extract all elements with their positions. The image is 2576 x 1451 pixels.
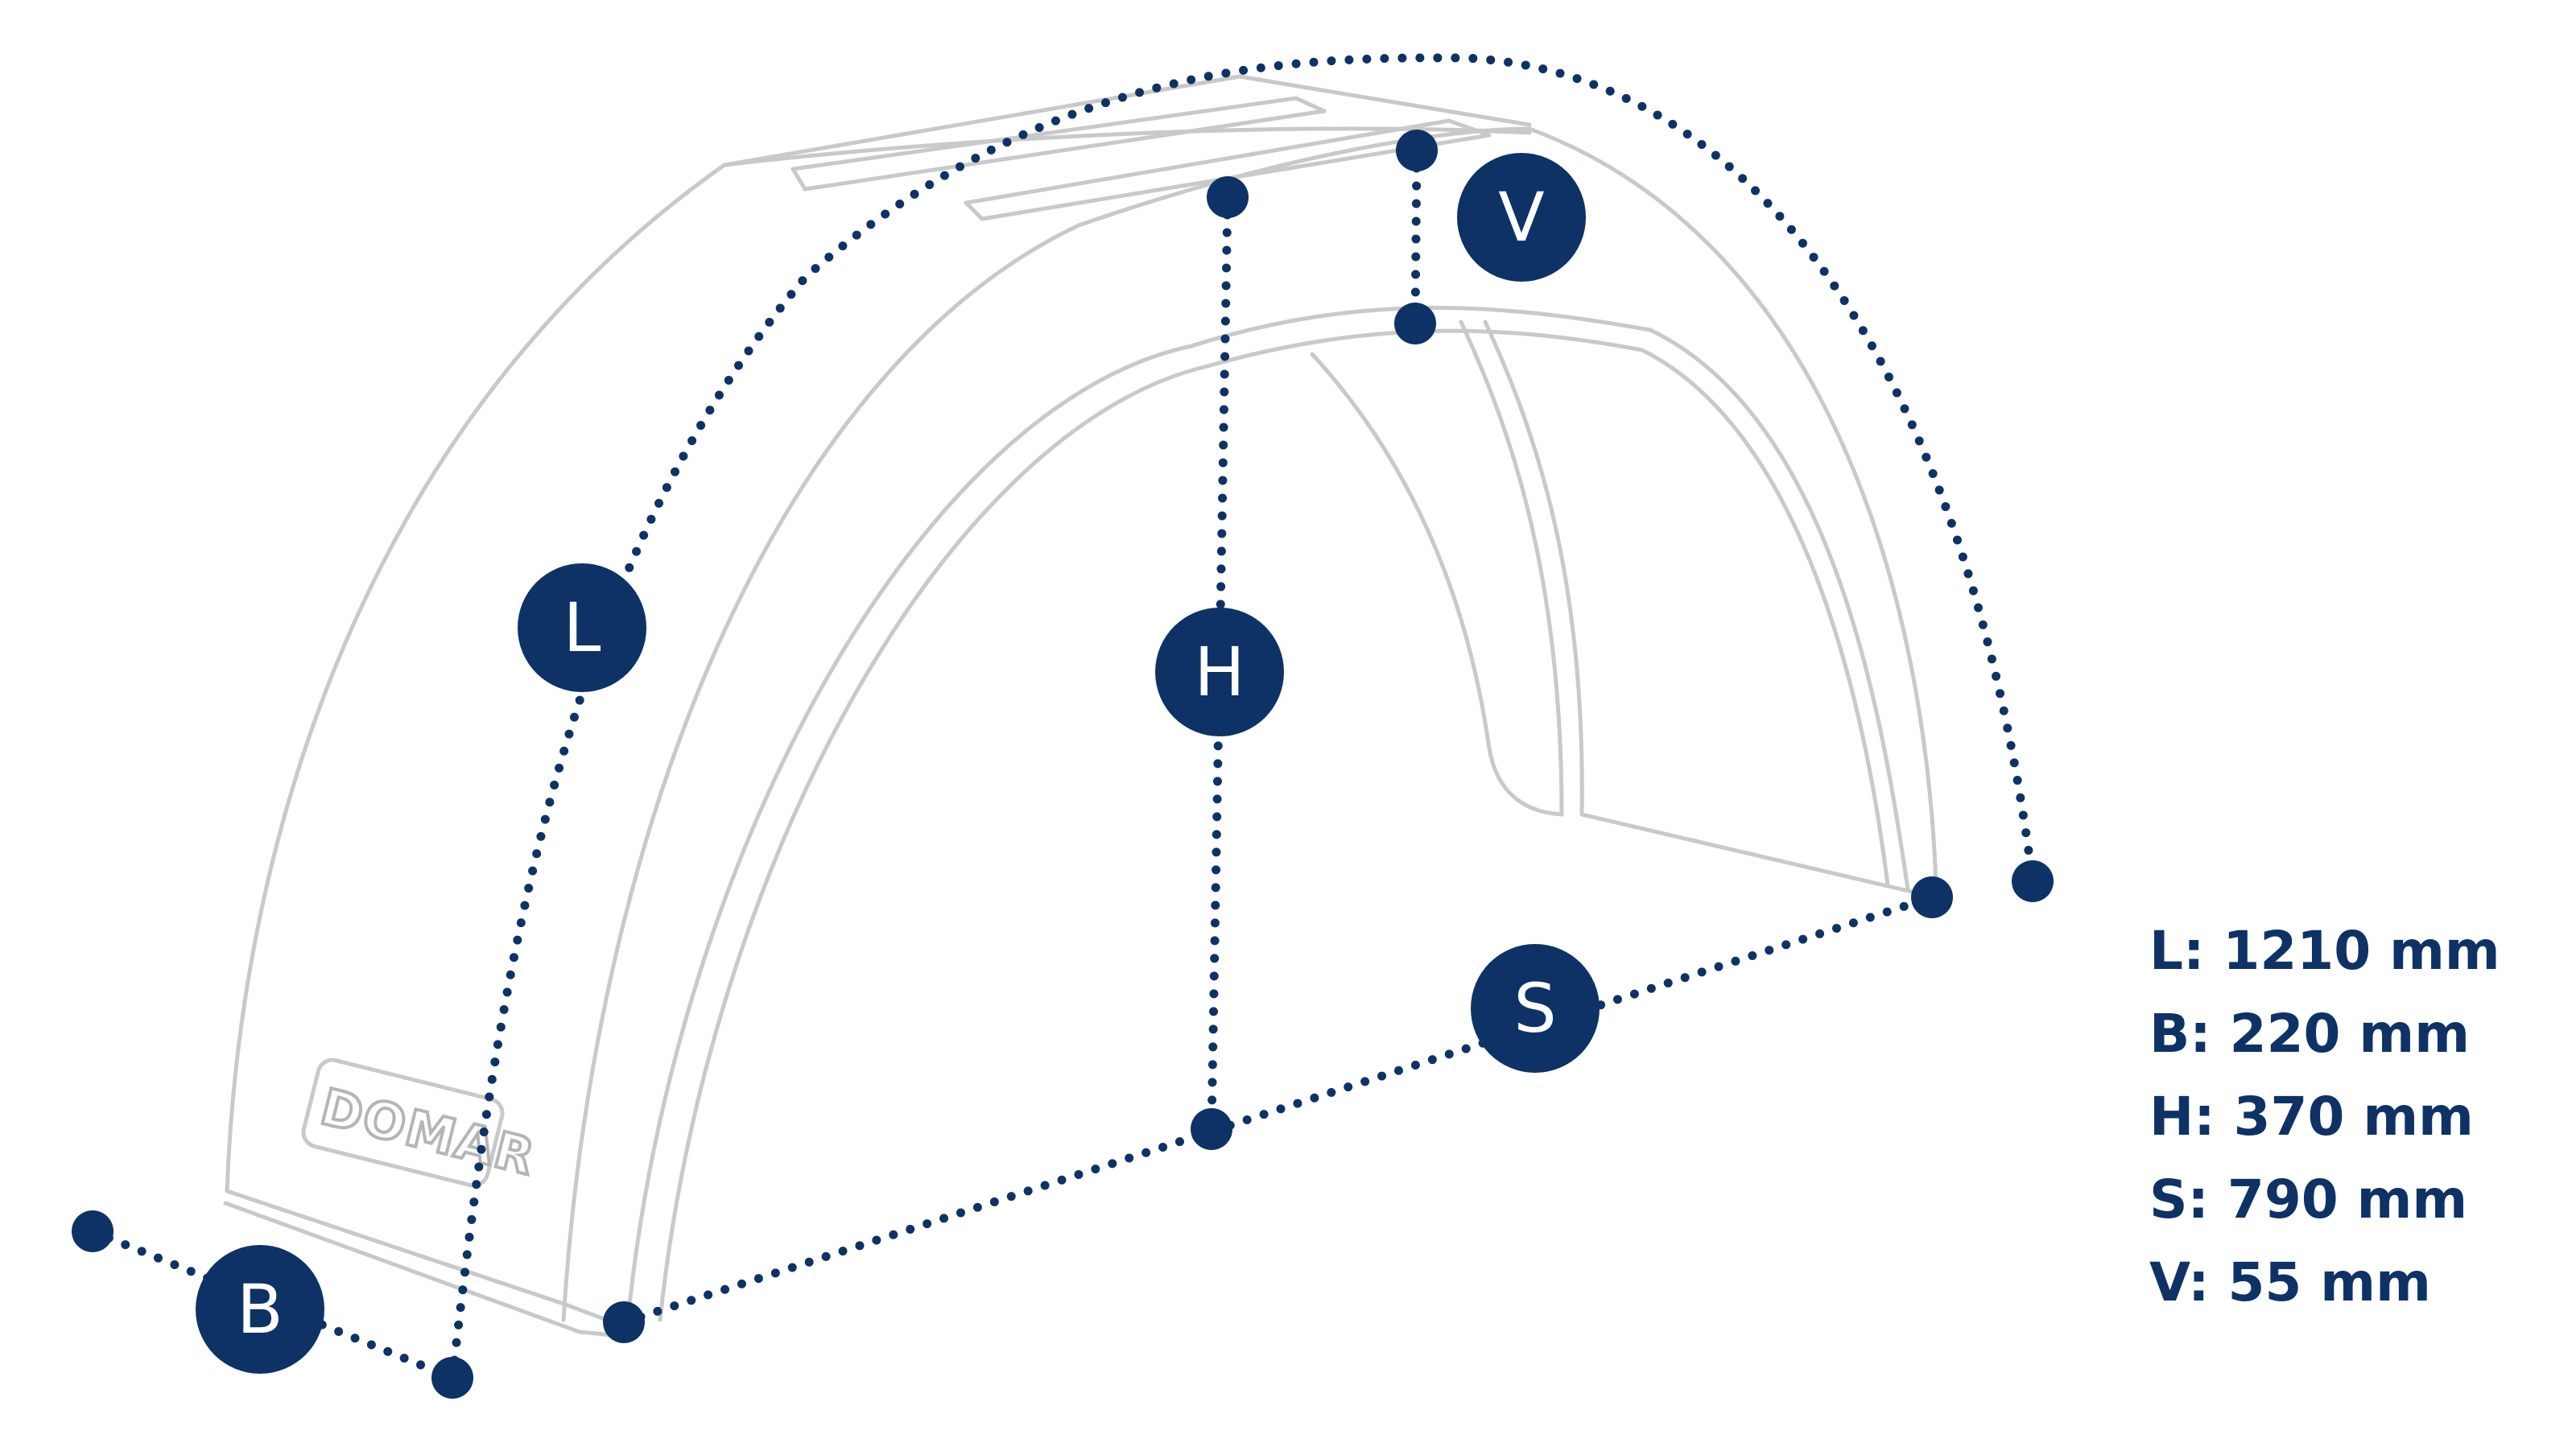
dimension-l-value: L: 1210 mm [2149, 920, 2500, 982]
badge-b-letter: B [237, 1270, 283, 1349]
v-bottom-point [1394, 303, 1436, 344]
fender-outer-right-edge [1527, 126, 1938, 888]
dimension-line-h [1207, 192, 1232, 1134]
s-right-point [1911, 876, 1953, 918]
dimension-s-value: S: 790 mm [2149, 1169, 2468, 1230]
dimension-list: L: 1210 mm B: 220 mm H: 370 mm S: 790 mm… [2149, 909, 2500, 1324]
badge-l: L [518, 563, 646, 692]
badge-h: H [1155, 608, 1284, 736]
b-end-point-left [72, 1210, 114, 1252]
dimension-lines [88, 53, 2037, 1383]
badge-h-letter: H [1194, 633, 1245, 711]
fender-face-outer-arc [561, 126, 1532, 1322]
dimension-h-value: H: 370 mm [2149, 1086, 2474, 1148]
badge-s-letter: S [1513, 969, 1556, 1048]
fender-top-front-edge [722, 126, 1532, 167]
interior-floor-line [1579, 812, 1914, 894]
h-bottom-point [1191, 1108, 1232, 1150]
top-rib-right [964, 118, 1492, 221]
wheel-arch-inner-edge [625, 306, 1910, 1322]
dimension-v-value: V: 55 mm [2149, 1251, 2431, 1313]
dimension-line-s [619, 892, 1937, 1327]
dimension-line-v [1410, 146, 1422, 328]
badge-b: B [196, 1245, 324, 1374]
domar-logo: DOMAR [315, 1077, 541, 1187]
fender-top-back-edge [722, 74, 1532, 167]
v-top-point [1396, 130, 1438, 171]
fender-outer-left-edge [225, 163, 727, 1193]
badge-s: S [1471, 944, 1600, 1073]
interior-rib-right-b [1483, 319, 1584, 817]
l-end-point-right [2012, 860, 2054, 902]
dimension-endpoints [72, 130, 2054, 1399]
s-left-point [603, 1301, 645, 1343]
logo-plate [301, 1057, 505, 1188]
top-rib-left [791, 96, 1327, 192]
badge-v: V [1457, 153, 1586, 282]
wheel-arch-rim [658, 328, 1890, 1322]
badge-l-letter: L [564, 588, 601, 667]
interior-rib-left [1310, 352, 1564, 817]
h-top-point [1207, 176, 1249, 218]
badge-v-letter: V [1498, 178, 1544, 257]
dimension-line-l [448, 53, 2037, 1383]
interior-rib-right-a [1459, 319, 1564, 817]
b-end-point-right [431, 1357, 473, 1399]
dimension-b-value: B: 220 mm [2149, 1003, 2470, 1065]
